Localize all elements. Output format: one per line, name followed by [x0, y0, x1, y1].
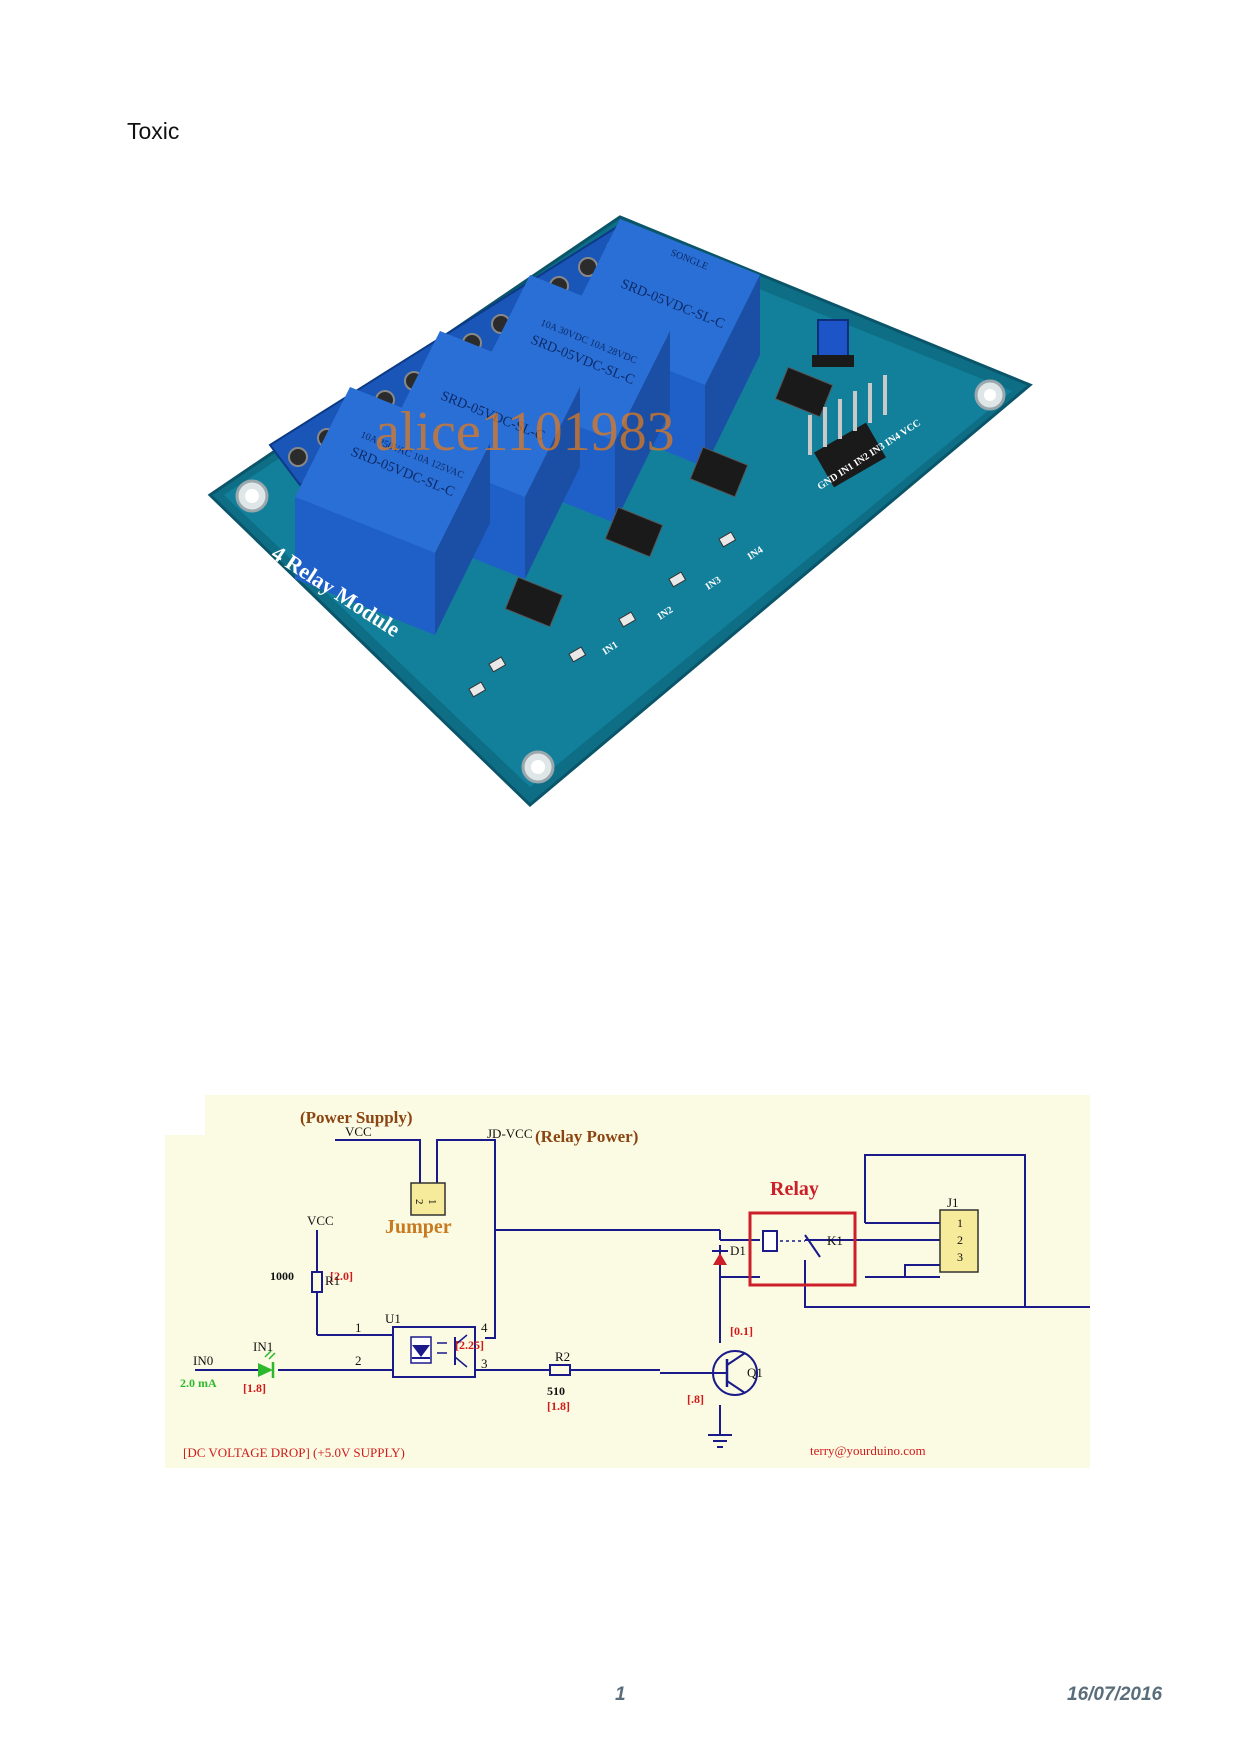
label-r1-value: 1000 [270, 1269, 294, 1283]
jumper-pin-1: 1 [426, 1199, 438, 1205]
schematic-background [165, 1095, 1090, 1468]
r2-resistor [549, 1364, 571, 1376]
led-in1 [258, 1350, 276, 1378]
label-footer-left: [DC VOLTAGE DROP] (+5.0V SUPPLY) [183, 1445, 405, 1460]
label-q1: Q1 [747, 1365, 763, 1380]
label-d1: D1 [730, 1243, 746, 1258]
label-power-supply: (Power Supply) [300, 1108, 413, 1127]
jumper-block [410, 1182, 446, 1216]
label-r1-drop: [2.0] [330, 1269, 353, 1283]
label-u1: U1 [385, 1311, 401, 1326]
jumper-cap [812, 319, 854, 367]
label-r2-drop: [1.8] [547, 1399, 570, 1413]
label-relay: Relay [770, 1178, 819, 1200]
label-jd-vcc: JD-VCC [487, 1126, 533, 1141]
d1-diode [712, 1250, 728, 1265]
label-vcc-left: VCC [307, 1213, 334, 1228]
relay-1 [295, 387, 490, 635]
label-j1-pin2: 2 [957, 1233, 963, 1247]
r1-resistor [311, 1271, 323, 1293]
label-q1-drop-c: [0.1] [730, 1324, 753, 1338]
label-in1: IN1 [253, 1339, 273, 1354]
label-r2-value: 510 [547, 1384, 565, 1398]
k1-contact [804, 1234, 821, 1258]
relay-coil [762, 1230, 778, 1252]
label-j1-pin1: 1 [957, 1216, 963, 1230]
label-footer-right: terry@yourduino.com [810, 1443, 926, 1458]
page-number: 1 [615, 1684, 626, 1705]
label-in0: IN0 [193, 1353, 213, 1368]
label-relay-power: (Relay Power) [535, 1127, 638, 1146]
j1-connector [939, 1209, 979, 1273]
label-led-drop: [1.8] [243, 1381, 266, 1395]
watermark: alice1101983 [375, 401, 675, 463]
jumper-pin-2: 2 [413, 1199, 425, 1205]
label-j1-pin3: 3 [957, 1250, 963, 1264]
pin-header [808, 375, 887, 488]
label-u1-drop: [2.25] [455, 1338, 484, 1352]
label-pin1: 1 [355, 1320, 362, 1335]
label-jumper: Jumper [385, 1216, 452, 1238]
label-r1-name: R1 [325, 1273, 340, 1288]
label-q1-drop-b: [.8] [687, 1392, 704, 1406]
label-pin3: 3 [481, 1356, 488, 1371]
footer-date: 16/07/2016 [1067, 1684, 1163, 1705]
relay-schematic: 2 1 [165, 1095, 1090, 1468]
label-vcc-top: VCC [345, 1124, 372, 1139]
label-current: 2.0 mA [180, 1376, 217, 1390]
ground-symbol [708, 1434, 732, 1448]
label-r2-name: R2 [555, 1349, 570, 1364]
document-heading: Toxic [127, 118, 180, 144]
relay-module-photo: SRD-05VDC-SL-C 10A 250VAC 10A 125VAC SRD… [207, 215, 1033, 808]
label-pin4: 4 [481, 1320, 488, 1335]
label-j1: J1 [947, 1195, 959, 1210]
label-pin2: 2 [355, 1353, 362, 1368]
relay-box [748, 1211, 857, 1287]
wires [195, 1139, 1090, 1435]
label-k1: K1 [827, 1233, 843, 1248]
u1-optocoupler [392, 1326, 476, 1378]
q1-transistor [660, 1350, 758, 1396]
